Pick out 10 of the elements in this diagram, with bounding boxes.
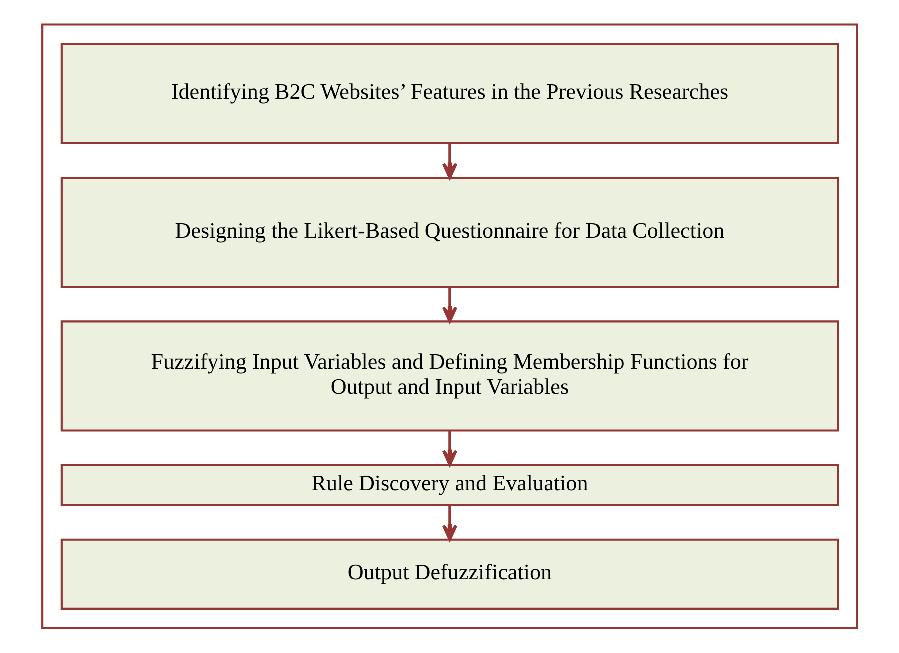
arrow <box>442 287 458 323</box>
node-box: Rule Discovery and Evaluation <box>60 464 839 506</box>
node-box: Fuzzifying Input Variables and Defining Membership Functions for Output and Input Variables <box>60 320 839 432</box>
node-box: Output Defuzzification <box>60 538 839 610</box>
arrow <box>442 430 458 466</box>
arrow <box>442 144 458 180</box>
node-box: Identifying B2C Websites’ Features in the Previous Researches <box>60 43 839 145</box>
cluster <box>41 24 858 630</box>
arrow <box>442 505 458 542</box>
node-box: Designing the Likert-Based Questionnaire for Data Collection <box>60 177 839 288</box>
